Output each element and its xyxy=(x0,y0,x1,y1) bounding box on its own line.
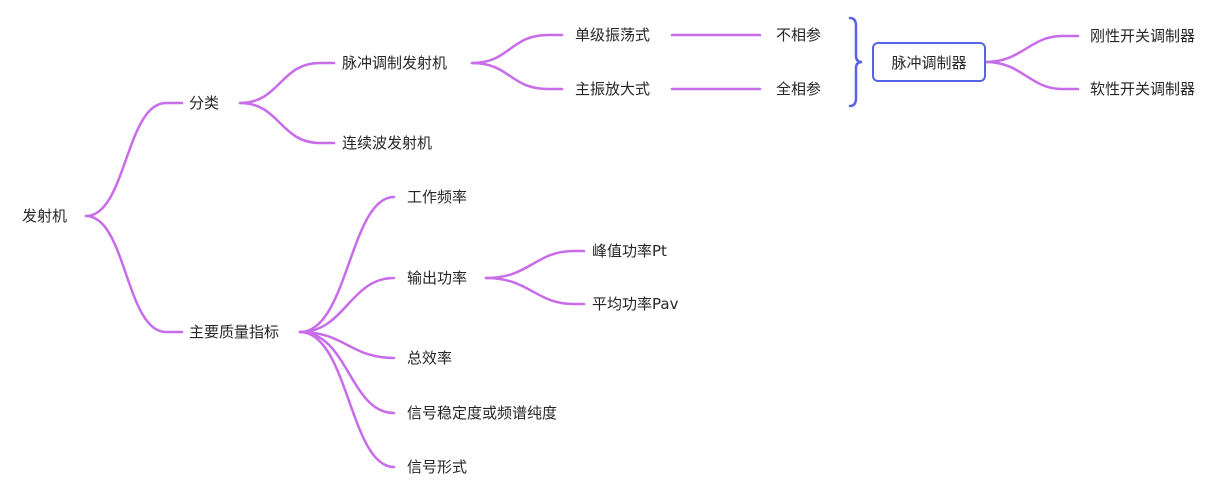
node-signal-form[interactable]: 信号形式 xyxy=(407,458,468,476)
connector-quality-eff xyxy=(298,330,396,360)
connector-quality-power xyxy=(298,276,396,334)
node-single-oscillator[interactable]: 单级振荡式 xyxy=(575,26,651,44)
node-rigid-switch-modulator[interactable]: 刚性开关调制器 xyxy=(1090,27,1196,45)
connector-classify-pulse xyxy=(238,61,336,105)
connector-quality-form xyxy=(298,330,396,469)
node-total-efficiency[interactable]: 总效率 xyxy=(407,349,453,367)
connector-quality-stab xyxy=(298,330,396,415)
node-coherent[interactable]: 全相参 xyxy=(776,80,822,98)
node-classify[interactable]: 分类 xyxy=(189,94,220,112)
node-cw-transmitter[interactable]: 连续波发射机 xyxy=(342,134,433,152)
connector-root-classify xyxy=(84,101,184,218)
node-incoherent[interactable]: 不相参 xyxy=(776,26,822,44)
node-root[interactable]: 发射机 xyxy=(22,207,68,225)
connector-classify-cw xyxy=(238,101,336,145)
node-pulse-modulator[interactable]: 脉冲调制器 xyxy=(872,42,986,82)
node-output-power[interactable]: 输出功率 xyxy=(407,269,468,287)
connector-modulator-rigid xyxy=(984,34,1080,64)
node-master-amplifier[interactable]: 主振放大式 xyxy=(575,80,651,98)
connector-modulator-soft xyxy=(984,60,1080,91)
node-pulse-transmitter[interactable]: 脉冲调制发射机 xyxy=(342,54,448,72)
node-soft-switch-modulator[interactable]: 软性开关调制器 xyxy=(1090,80,1196,98)
connector-power-avg xyxy=(484,276,586,306)
connector-root-quality xyxy=(84,214,184,334)
node-quality-indicators[interactable]: 主要质量指标 xyxy=(189,323,280,341)
connector-power-peak xyxy=(484,249,586,280)
node-operating-frequency[interactable]: 工作频率 xyxy=(407,188,468,206)
node-signal-stability[interactable]: 信号稳定度或频谱纯度 xyxy=(407,404,558,422)
connector-pulse-single xyxy=(470,33,564,65)
node-average-power[interactable]: 平均功率Pav xyxy=(592,295,679,313)
connector-pulse-master xyxy=(470,61,564,91)
connector-quality-freq xyxy=(298,195,396,334)
node-pulse-modulator-label: 脉冲调制器 xyxy=(891,53,967,72)
curly-bracket xyxy=(848,16,863,108)
node-peak-power[interactable]: 峰值功率Pt xyxy=(592,242,667,260)
